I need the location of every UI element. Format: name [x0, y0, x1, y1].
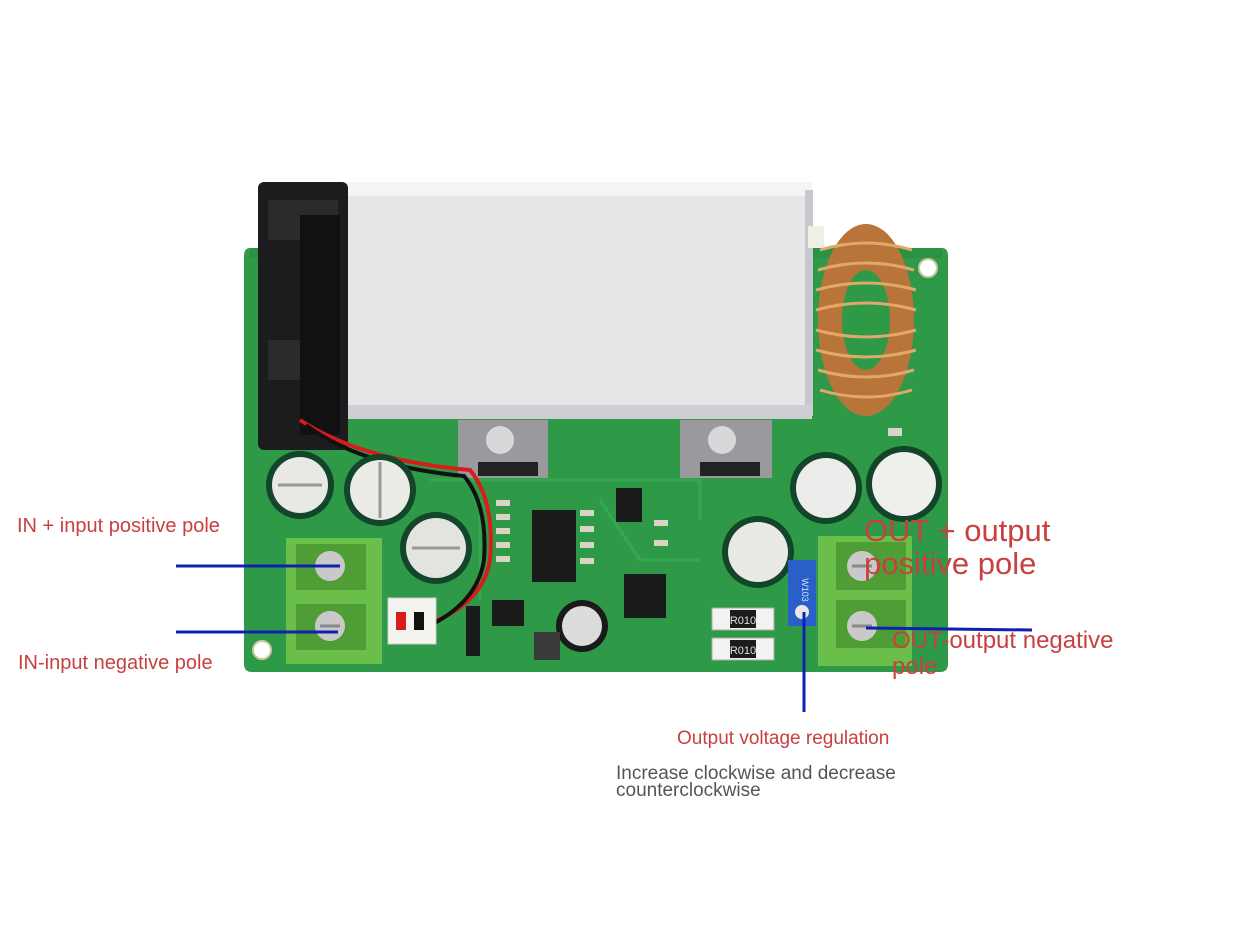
- potentiometer-marking: W103: [800, 578, 810, 602]
- mosfets: [458, 420, 772, 478]
- adjust-direction-note: Increase clockwise and decrease counterc…: [616, 763, 896, 801]
- cooling-fan: [258, 182, 348, 450]
- adjust-note-line-1: Increase clockwise and decrease: [616, 763, 896, 784]
- adjust-note-line-2: counterclockwise: [616, 780, 761, 801]
- out-negative-line-2: pole: [892, 653, 938, 680]
- ics-and-smd-parts: [466, 428, 902, 660]
- resistor-2-marking: R010: [730, 645, 756, 657]
- resistor-1-marking: R010: [730, 615, 756, 627]
- voltage-potentiometer[interactable]: W103: [788, 560, 816, 626]
- out-positive-line-2: positive pole: [864, 546, 1037, 581]
- shunt-resistors: R010 R010: [711, 607, 775, 661]
- input-terminal-block: [286, 538, 382, 664]
- heatsink: [340, 182, 813, 419]
- out-negative-pointer: [865, 626, 1033, 632]
- voltage-regulation-label: Output voltage regulation: [677, 728, 890, 749]
- in-positive-label: IN + input positive pole: [17, 515, 220, 537]
- out-negative-line-1: OUT-output negative: [892, 627, 1114, 654]
- toroid-inductor: [808, 224, 917, 416]
- out-positive-label: OUT + output positive pole: [864, 514, 1050, 580]
- pointer-lines: [176, 564, 1033, 712]
- output-terminal-block: [818, 536, 912, 666]
- in-negative-label: IN-input negative pole: [18, 652, 213, 674]
- out-negative-label: OUT-output negative pole: [892, 628, 1113, 680]
- capacitors: [266, 446, 942, 652]
- fan-connector: [387, 597, 437, 645]
- out-positive-line-1: OUT + output: [864, 513, 1051, 548]
